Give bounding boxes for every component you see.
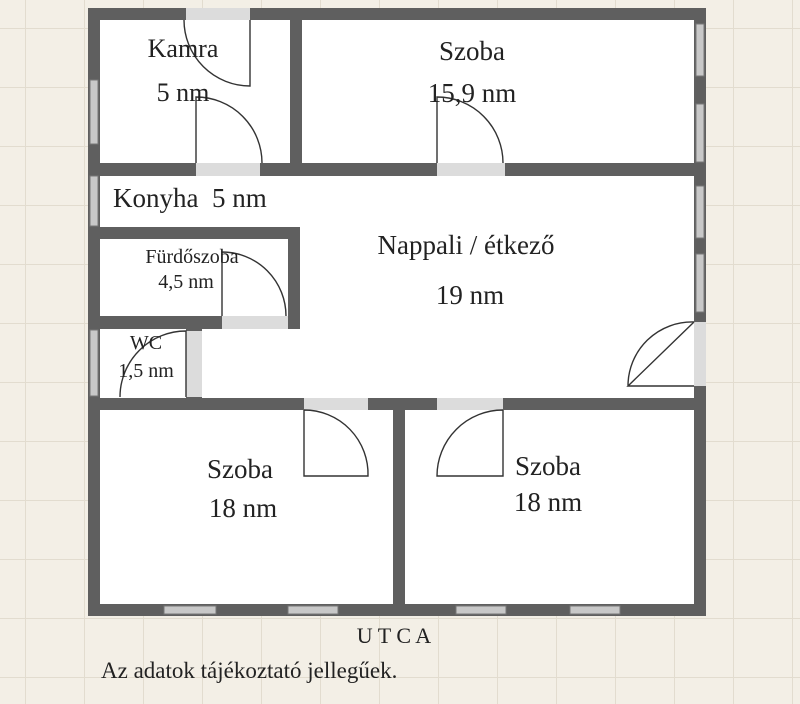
window-left-konyha [89,175,99,227]
room-name-szoba-top: Szoba [439,36,505,66]
room-name-nappali: Nappali / étkező [377,230,555,260]
window-bottom-1 [163,605,217,615]
wall-bath-right [288,227,300,329]
window-left-wc [89,329,99,397]
window-right-3 [695,185,705,239]
room-name-szoba-bl: Szoba [207,454,273,484]
door-swing-szoba-bl [303,409,369,477]
wall-bottom-divider [393,410,405,606]
door-opening-szoba-bl [304,398,368,410]
room-area-wc: 1,5 nm [118,360,174,382]
outer-wall-bottom [88,604,706,616]
disclaimer-text: Az adatok tájékoztató jellegűek. [101,658,398,683]
door-swing-szoba-br [436,409,504,477]
door-swing-entrance [626,321,695,387]
window-bottom-3 [455,605,507,615]
wall-bath-top [100,227,300,239]
room-area-nappali: 19 nm [435,280,505,310]
window-right-4 [695,253,705,313]
door-opening-wc [186,331,202,397]
room-name-szoba-br: Szoba [515,451,581,481]
window-right-1 [695,23,705,77]
room-name-wc: WC [129,332,163,354]
door-swing-bath [221,251,287,317]
window-left-kamra [89,79,99,145]
room-area-szoba-br: 18 nm [513,487,583,517]
wall-top-rooms [100,163,694,176]
room-name-kamra: Kamra [147,34,219,63]
outer-wall-left [88,8,100,616]
room-area-kamra: 5 nm [156,78,210,107]
room-area-szoba-top: 15,9 nm [427,78,517,108]
room-area-furdoszoba: 4,5 nm [158,271,214,293]
door-opening-szoba-top [437,163,505,176]
room-label-konyha: Konyha 5 nm [113,183,267,213]
room-name-furdoszoba: Fürdőszoba [145,246,239,268]
door-opening-entrance [694,322,706,386]
door-opening-bath [222,316,288,329]
door-opening-kamra [196,163,260,176]
outer-wall-top [88,8,706,20]
door-swing-kamra-top [183,19,251,87]
door-opening-kamra-top [186,8,250,20]
wall-kamra-szoba [290,20,302,166]
door-swing-szoba-top [436,96,504,164]
window-bottom-4 [569,605,621,615]
wall-bottom-rooms [100,398,694,410]
door-opening-szoba-br [437,398,503,410]
window-bottom-2 [287,605,339,615]
door-swing-kamra [195,96,263,164]
street-label: U T C A [356,623,432,648]
window-right-2 [695,103,705,163]
room-area-szoba-bl: 18 nm [208,493,278,523]
door-swing-wc [119,330,187,398]
